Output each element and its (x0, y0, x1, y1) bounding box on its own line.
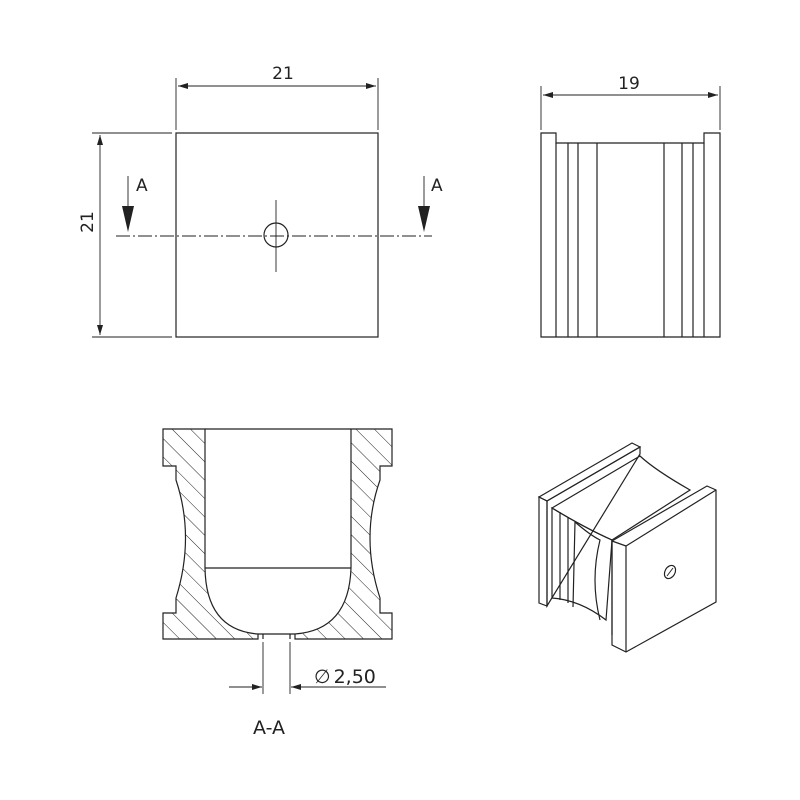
section-view: ∅2,50 A-A (162, 428, 393, 739)
section-marker-left: A (122, 176, 148, 232)
side-view-outline (540, 132, 721, 338)
front-hole (263, 222, 289, 248)
hole-diameter-dimension: ∅2,50 (229, 642, 386, 694)
isometric-view (537, 442, 717, 653)
side-view: 19 (540, 74, 721, 338)
section-marker-right-label: A (431, 176, 443, 196)
side-width-dimension: 19 (540, 74, 721, 130)
diameter-icon: ∅ (314, 666, 331, 688)
section-marker-left-label: A (136, 176, 148, 196)
front-width-dimension: 21 (175, 64, 379, 130)
front-view-outline (175, 132, 379, 338)
front-view: 21 21 A A (78, 64, 443, 338)
hole-diameter-label: ∅2,50 (314, 666, 376, 688)
front-width-label: 21 (272, 64, 294, 84)
section-label: A-A (253, 717, 285, 739)
hole-diameter-value: 2,50 (334, 666, 376, 688)
section-left-wall (162, 428, 259, 640)
front-height-dimension: 21 (78, 132, 172, 338)
iso-front-plate (611, 485, 717, 653)
section-marker-right: A (418, 176, 443, 232)
iso-hole (663, 564, 677, 580)
side-width-label: 19 (618, 74, 640, 94)
section-right-wall (294, 428, 393, 640)
front-height-label: 21 (78, 211, 98, 233)
